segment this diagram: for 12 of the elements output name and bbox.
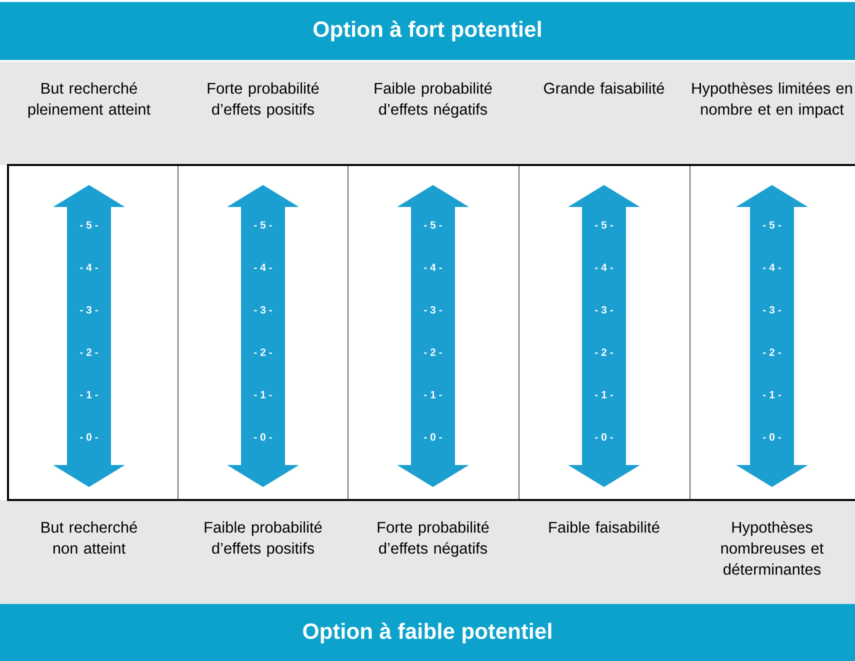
scale-label: Faible probabilité d’effets positifs [204, 521, 322, 557]
title-band: Option à faible potentiel [0, 604, 855, 661]
scale-label: Grande faisabilité [544, 82, 664, 94]
title-band: Option à fort potentiel [0, 2, 855, 60]
scale-label: But recherché non atteint [42, 521, 137, 554]
scale-label: Hypothèses nombreuses et déterminantes [721, 521, 824, 575]
scale-label: Faible faisabilité [549, 521, 660, 533]
scale-label: Hypothèses limitées en nombre et en impact [692, 82, 852, 118]
scale-label: Faible probabilité d’effets négatifs [374, 82, 492, 118]
scale-label: Forte probabilité d’effets négatifs [378, 521, 489, 557]
scale-label: But recherché pleinement atteint [28, 82, 150, 118]
scale-label: Forte probabilité d’effets positifs [208, 82, 319, 118]
